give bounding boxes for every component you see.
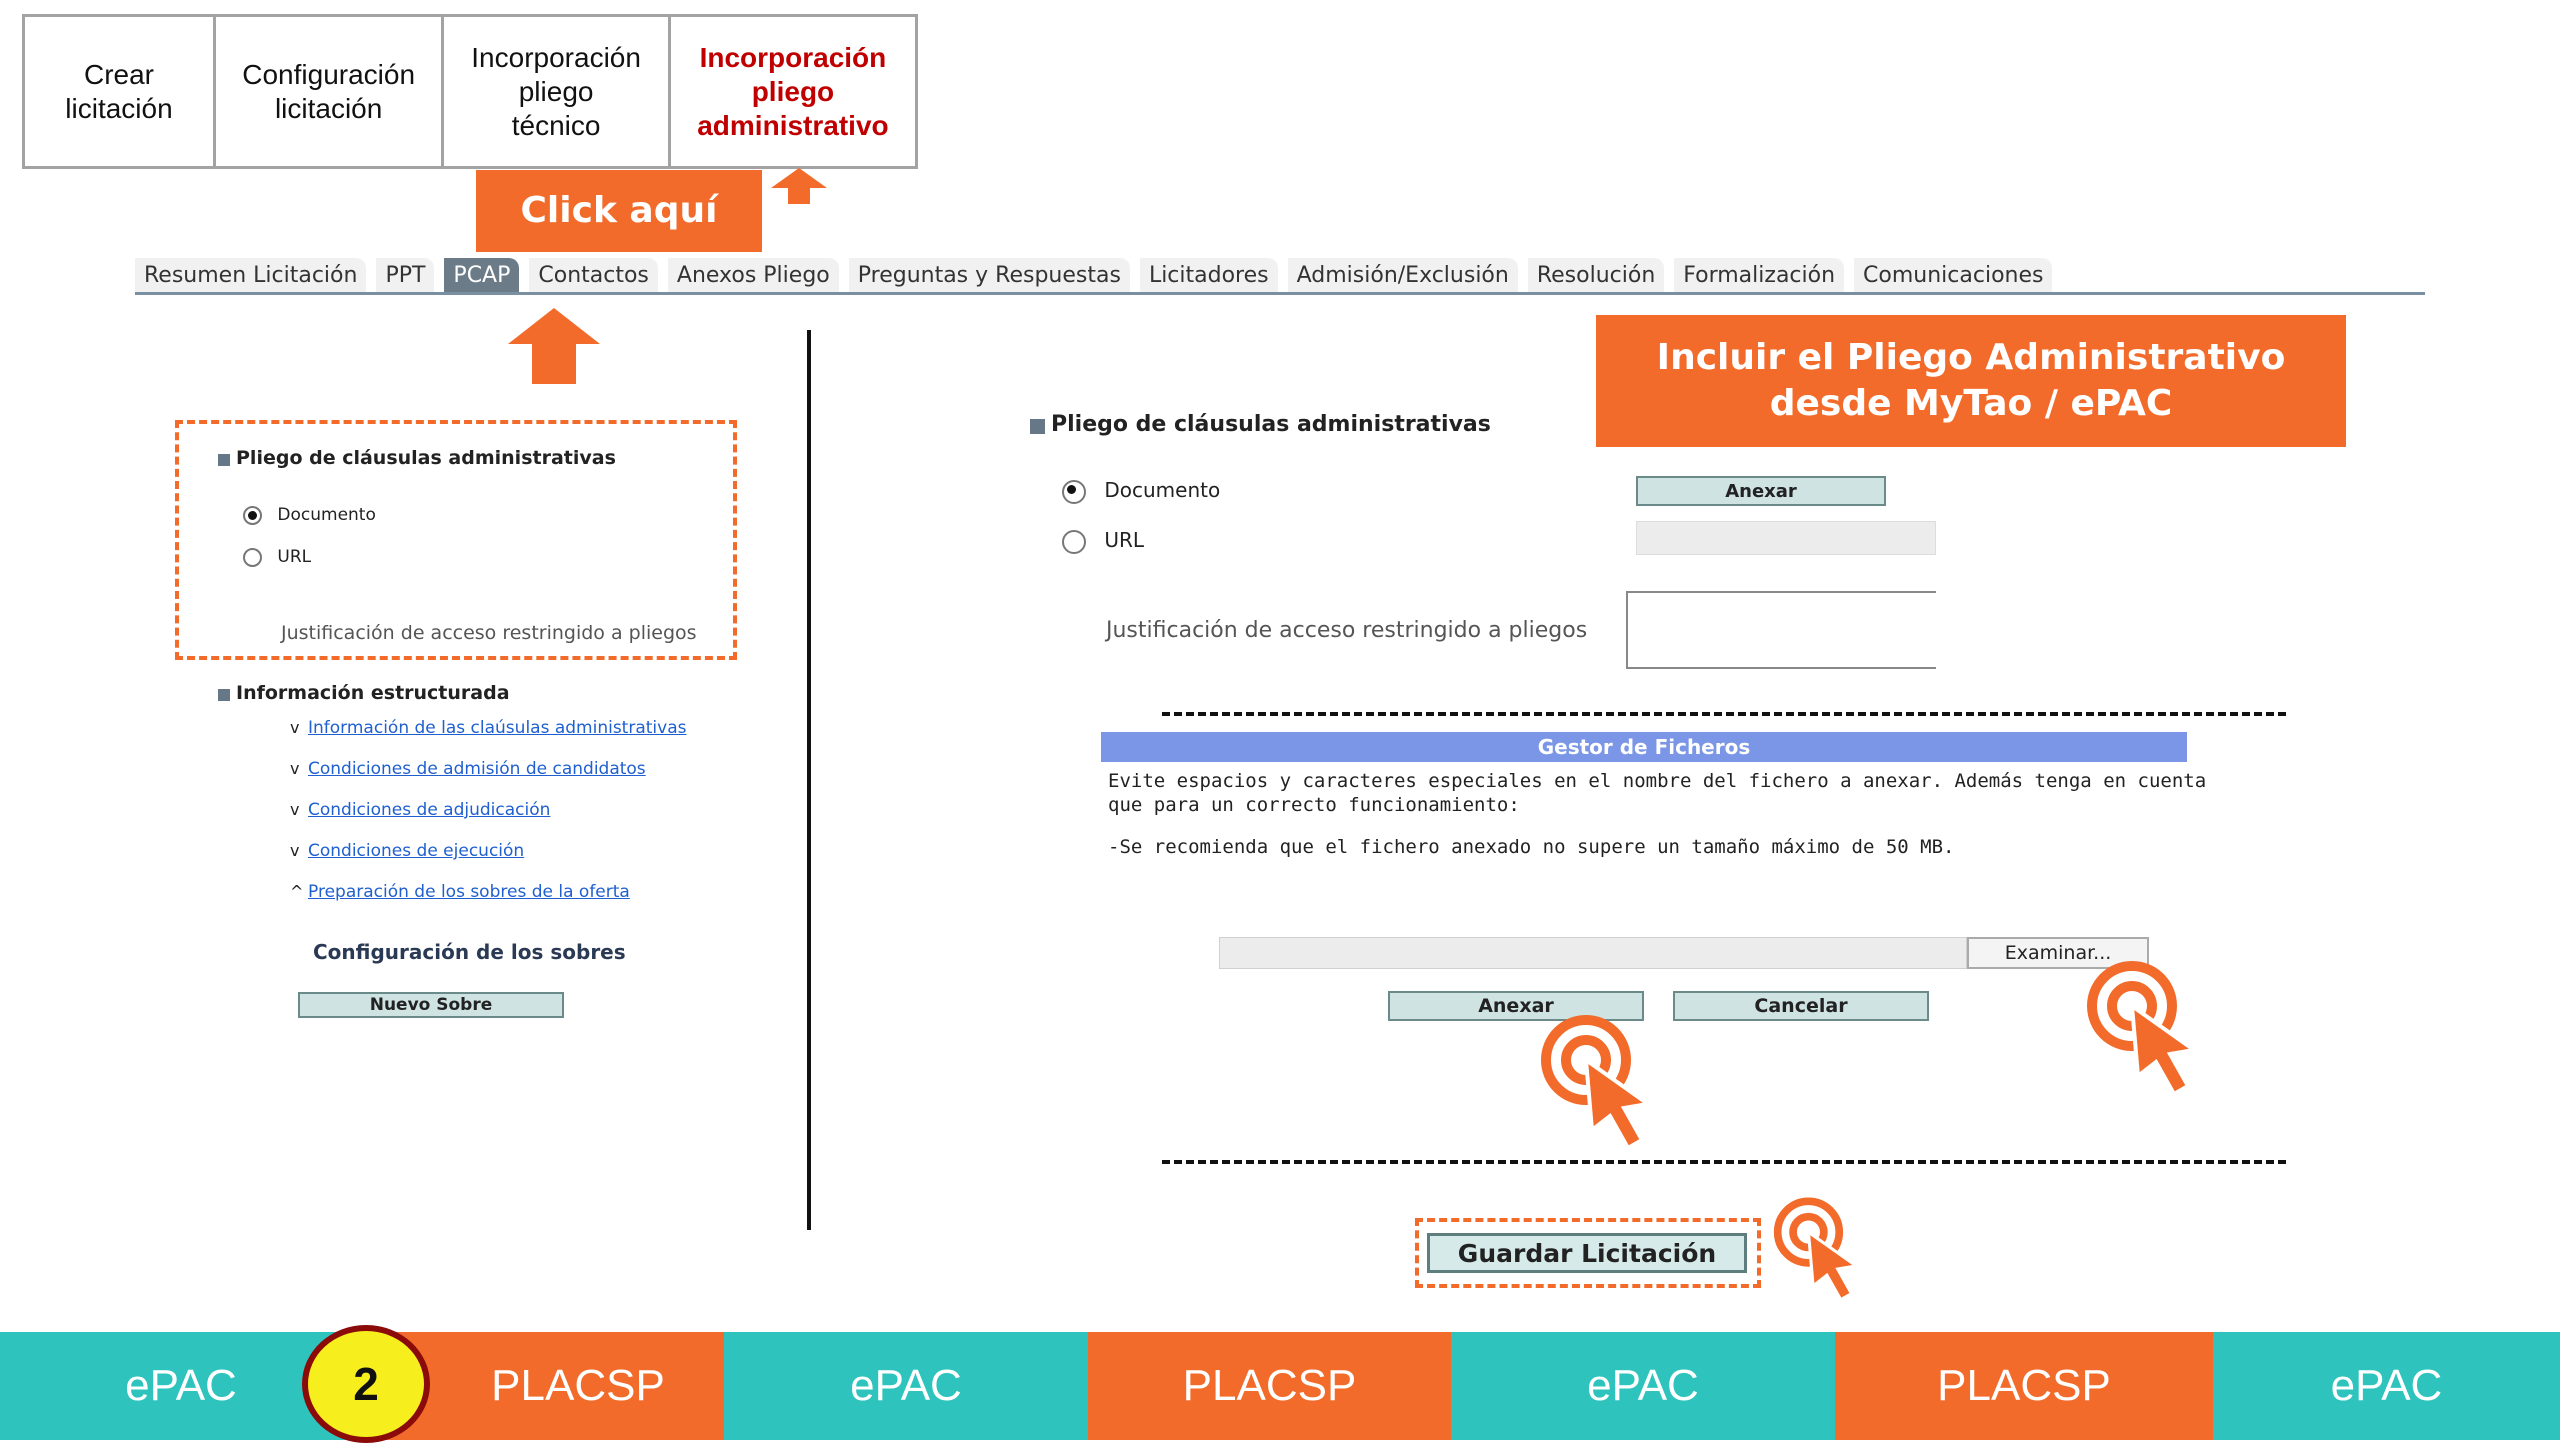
vertical-divider [807, 330, 811, 1230]
tab-formalizacion[interactable]: Formalización [1674, 258, 1845, 292]
footer-placsp: PLACSP [1088, 1332, 1451, 1440]
step-pliego-administrativo: Incorporación pliego administrativo [671, 17, 915, 166]
file-path-input[interactable] [1219, 937, 1967, 969]
tab-resolucion[interactable]: Resolución [1527, 258, 1665, 292]
incluir-pliego-callout: Incluir el Pliego Administrativo desde M… [1596, 315, 2346, 447]
pliego-highlight-box [175, 420, 737, 660]
right-radio-documento[interactable]: Documento [1062, 478, 1220, 504]
step-number-badge: 2 [302, 1325, 430, 1443]
nuevo-sobre-button[interactable]: Nuevo Sobre [298, 992, 564, 1018]
tab-pcap[interactable]: PCAP [444, 258, 520, 292]
chevron-up-icon: ^ [290, 882, 304, 901]
footer-epac: ePAC [0, 1332, 362, 1440]
callout-text: Click aquí [520, 190, 718, 231]
anexar-top-button[interactable]: Anexar [1636, 476, 1886, 506]
callout-text: Incluir el Pliego Administrativo [1656, 337, 2286, 378]
click-cursor-icon [1541, 1015, 1654, 1151]
arrow-up-icon [771, 168, 827, 204]
tab-admision-exclusion[interactable]: Admisión/Exclusión [1287, 258, 1518, 292]
anexar-button[interactable]: Anexar [1388, 991, 1644, 1021]
click-aqui-callout: Click aquí [476, 170, 762, 252]
tab-bar: Resumen Licitación PPT PCAP Contactos An… [135, 255, 2425, 295]
left-section-title: Pliego de cláusulas administrativas [218, 447, 616, 469]
tab-comunicaciones[interactable]: Comunicaciones [1854, 258, 2053, 292]
dashed-separator [1162, 712, 2286, 716]
step-label: Configuración licitación [242, 58, 416, 124]
left-radio-url[interactable]: URL [243, 547, 311, 567]
link-sobres-oferta[interactable]: Preparación de los sobres de la oferta [308, 882, 630, 902]
left-radio-documento[interactable]: Documento [243, 505, 376, 525]
click-cursor-icon [2087, 961, 2200, 1097]
right-radio-url[interactable]: URL [1062, 528, 1144, 554]
right-section-title: Pliego de cláusulas administrativas [1030, 412, 1491, 437]
chevron-down-icon: v [290, 841, 300, 860]
radio-checked-icon[interactable] [1062, 479, 1086, 504]
step-configuracion-licitacion: Configuración licitación [216, 17, 445, 166]
info-line: que para un correcto funcionamiento: [1108, 794, 1520, 816]
list-item[interactable]: v Información de las claúsulas administra… [290, 718, 686, 738]
section-title-text: Pliego de cláusulas administrativas [1051, 412, 1491, 437]
step-pliego-tecnico: Incorporación pliego técnico [444, 17, 671, 166]
tab-ppt[interactable]: PPT [376, 258, 435, 292]
radio-label: Documento [1104, 478, 1221, 502]
info-line: Evite espacios y caracteres especiales e… [1108, 770, 2207, 792]
step-crear-licitacion: Crear licitación [25, 17, 216, 166]
chevron-down-icon: v [290, 759, 300, 778]
gestor-info: Evite espacios y caracteres especiales e… [1108, 769, 2208, 859]
link-adjudicacion[interactable]: Condiciones de adjudicación [308, 800, 551, 820]
radio-label: Documento [277, 505, 376, 525]
bullet-square-icon [218, 688, 230, 701]
bullet-square-icon [218, 453, 230, 466]
footer-placsp: PLACSP [1835, 1332, 2213, 1440]
radio-label: URL [277, 547, 312, 567]
url-input[interactable] [1636, 521, 1936, 555]
dashed-separator [1162, 1160, 2286, 1164]
process-steps: Crear licitación Configuración licitació… [22, 14, 918, 169]
tab-resumen-licitacion[interactable]: Resumen Licitación [135, 258, 367, 292]
config-sobres-label: Configuración de los sobres [313, 940, 626, 964]
list-item[interactable]: ^Preparación de los sobres de la oferta [290, 882, 630, 902]
gestor-ficheros-header: Gestor de Ficheros [1101, 732, 2187, 762]
chevron-down-icon: v [290, 800, 300, 819]
info-estructurada-title: Información estructurada [218, 682, 510, 704]
info-line: -Se recomienda que el fichero anexado no… [1108, 836, 1955, 858]
step-label: Crear licitación [65, 58, 173, 124]
tab-anexos-pliego[interactable]: Anexos Pliego [667, 258, 839, 292]
tab-preguntas-respuestas[interactable]: Preguntas y Respuestas [848, 258, 1130, 292]
link-clausulas[interactable]: Información de las claúsulas administrat… [308, 718, 687, 738]
radio-label: URL [1104, 528, 1145, 552]
footer-epac: ePAC [2213, 1332, 2560, 1440]
list-item[interactable]: v Condiciones de ejecución [290, 841, 524, 861]
bullet-square-icon [1030, 419, 1045, 434]
cancelar-button[interactable]: Cancelar [1673, 991, 1929, 1021]
link-admision[interactable]: Condiciones de admisión de candidatos [308, 759, 646, 779]
list-item[interactable]: v Condiciones de admisión de candidatos [290, 759, 646, 779]
footer-bar: ePAC PLACSP ePAC PLACSP ePAC PLACSP ePAC [0, 1332, 2560, 1440]
footer-epac: ePAC [1451, 1332, 1835, 1440]
link-ejecucion[interactable]: Condiciones de ejecución [308, 841, 525, 861]
guardar-highlight-box [1415, 1218, 1761, 1288]
footer-epac: ePAC [724, 1332, 1088, 1440]
step-label: Incorporación pliego técnico [471, 41, 641, 141]
tab-licitadores[interactable]: Licitadores [1139, 258, 1278, 292]
radio-checked-icon[interactable] [243, 505, 262, 525]
list-item[interactable]: v Condiciones de adjudicación [290, 800, 550, 820]
radio-unchecked-icon[interactable] [243, 547, 262, 567]
chevron-down-icon: v [290, 718, 300, 737]
tab-contactos[interactable]: Contactos [529, 258, 658, 292]
left-justificacion-label: Justificación de acceso restringido a pl… [281, 622, 697, 644]
radio-unchecked-icon[interactable] [1062, 529, 1086, 554]
click-cursor-icon [1773, 1197, 1861, 1302]
guardar-licitacion-button[interactable]: Guardar Licitación [1427, 1233, 1747, 1273]
arrow-up-icon [508, 308, 600, 384]
section-title-text: Pliego de cláusulas administrativas [236, 447, 616, 469]
step-label: Incorporación pliego administrativo [697, 41, 889, 141]
callout-text: desde MyTao / ePAC [1769, 383, 2173, 424]
justificacion-textarea[interactable] [1626, 591, 1936, 669]
right-justificacion-label: Justificación de acceso restringido a pl… [1106, 618, 1588, 643]
section-title-text: Información estructurada [236, 682, 510, 704]
